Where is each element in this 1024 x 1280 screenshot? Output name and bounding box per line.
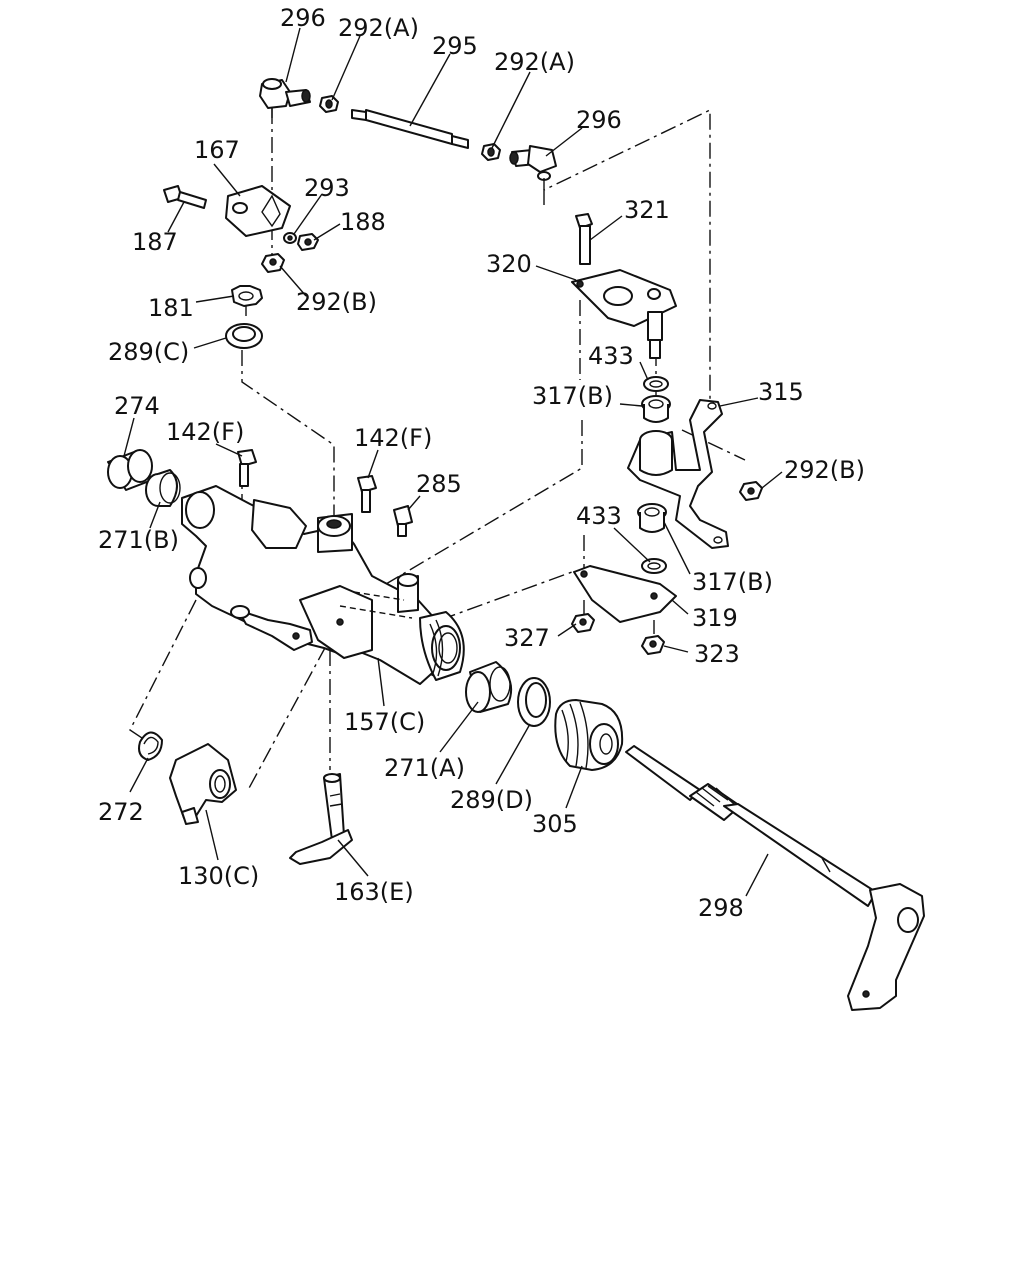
label-296-top: 296 — [280, 4, 326, 32]
snap-ring-272 — [138, 731, 163, 761]
label-292a-left: 292(A) — [338, 14, 419, 42]
bolt-142f-right — [357, 475, 377, 513]
label-295: 295 — [432, 32, 478, 60]
label-320: 320 — [486, 250, 532, 278]
label-298: 298 — [698, 894, 744, 922]
label-142f-left: 142(F) — [166, 418, 244, 446]
label-188: 188 — [340, 208, 386, 236]
label-292b-right: 292(B) — [784, 456, 865, 484]
label-321: 321 — [624, 196, 670, 224]
plug-285 — [393, 505, 413, 537]
ball-joint-296-right — [509, 145, 557, 190]
washer-433-mid — [641, 558, 667, 574]
label-296-right: 296 — [576, 106, 622, 134]
label-289c: 289(C) — [108, 338, 189, 366]
needle-bearing-271a — [465, 661, 512, 713]
label-142f-right: 142(F) — [354, 424, 432, 452]
bracket-315 — [627, 399, 729, 549]
ball-joint-296-top — [259, 78, 311, 118]
label-163e: 163(E) — [334, 878, 414, 906]
lever-167 — [225, 185, 291, 237]
label-271b: 271(B) — [98, 526, 179, 554]
nut-323 — [641, 635, 665, 655]
nut-327 — [571, 613, 595, 633]
label-433-mid: 433 — [576, 502, 622, 530]
label-317b-top: 317(B) — [532, 382, 613, 410]
label-271a: 271(A) — [384, 754, 465, 782]
bearing-274 — [107, 449, 153, 491]
nut-292a-right — [481, 143, 501, 161]
label-181: 181 — [148, 294, 194, 322]
seal-289c — [225, 323, 263, 349]
washer-181 — [231, 285, 263, 307]
washer-433-top — [643, 376, 669, 392]
boot-305 — [554, 699, 624, 771]
label-285: 285 — [416, 470, 462, 498]
nut-292b-right — [739, 481, 763, 501]
leader-lines — [123, 27, 783, 897]
rod-295 — [351, 109, 469, 149]
label-315: 315 — [758, 378, 804, 406]
housing-157c — [181, 485, 465, 685]
plate-319 — [573, 565, 677, 623]
label-293: 293 — [304, 174, 350, 202]
lever-163e — [289, 773, 353, 865]
label-433-top: 433 — [588, 342, 634, 370]
shaft-298 — [625, 745, 925, 1011]
bracket-320 — [571, 269, 677, 359]
bushing-317b-top — [641, 395, 671, 423]
label-292b-left: 292(B) — [296, 288, 377, 316]
bolt-321 — [575, 213, 593, 265]
seal-289d — [517, 677, 551, 727]
needle-bearing-271b — [145, 469, 181, 507]
label-274: 274 — [114, 392, 160, 420]
part-labels: 296 292(A) 295 292(A) 296 167 293 187 18… — [98, 4, 865, 922]
label-289d: 289(D) — [450, 786, 533, 814]
nut-292b-left — [261, 253, 285, 273]
bolt-142f-left — [237, 449, 257, 487]
label-323: 323 — [694, 640, 740, 668]
bolt-187 — [163, 185, 207, 209]
label-187: 187 — [132, 228, 178, 256]
label-272: 272 — [98, 798, 144, 826]
nut-292a-left — [319, 95, 339, 113]
label-319: 319 — [692, 604, 738, 632]
lever-130c — [169, 743, 237, 825]
label-305: 305 — [532, 810, 578, 838]
washer-293 — [283, 232, 297, 244]
bushing-317b-mid — [637, 503, 667, 533]
label-317b-mid: 317(B) — [692, 568, 773, 596]
label-292a-right: 292(A) — [494, 48, 575, 76]
label-327: 327 — [504, 624, 550, 652]
nut-188 — [297, 233, 319, 251]
label-130c: 130(C) — [178, 862, 259, 890]
label-167: 167 — [194, 136, 240, 164]
label-157c: 157(C) — [344, 708, 425, 736]
